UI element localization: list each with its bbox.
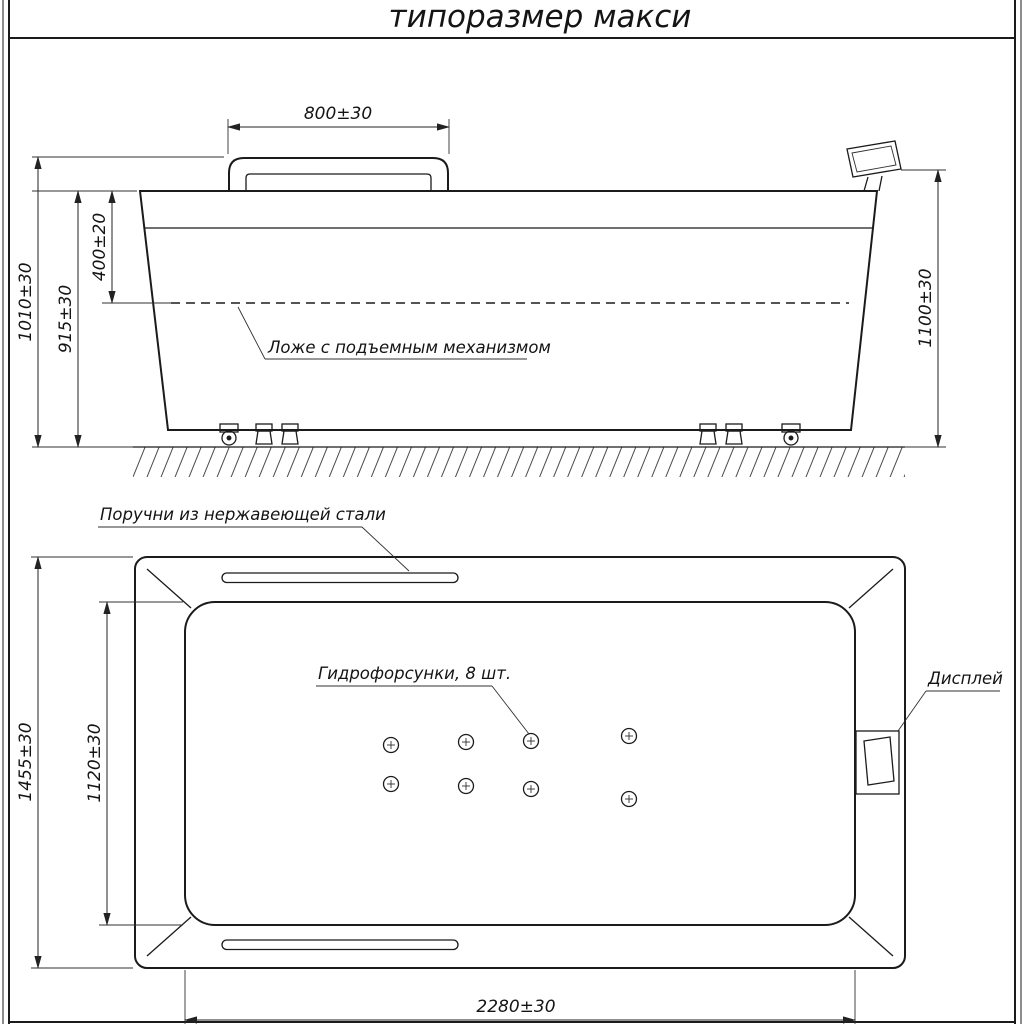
hydro-jet xyxy=(457,777,475,795)
dim-right-height: 1100±30 xyxy=(901,169,946,448)
dim-1100-label: 1100±30 xyxy=(916,268,936,347)
tub-feet xyxy=(219,423,801,446)
page-title: типоразмер макси xyxy=(389,0,692,35)
dim-915-label: 915±30 xyxy=(56,285,76,353)
hydro-jet xyxy=(522,732,540,750)
ground-hatch xyxy=(133,446,905,477)
tub-body xyxy=(138,190,879,431)
side-handrail xyxy=(228,157,449,191)
handrail-slot-top xyxy=(221,572,459,584)
handrails-label: Поручни из нержавеющей стали xyxy=(100,505,386,524)
hydro-jet xyxy=(620,790,638,808)
dim-length: 2280±30 xyxy=(184,970,856,1024)
display-annotation: Дисплей xyxy=(897,669,1003,732)
plan-inner-basin xyxy=(184,601,856,926)
jets-label: Гидрофорсунки, 8 шт. xyxy=(318,664,511,683)
side-view: 800±30 1010±30 915±30 400±20 1100±30 xyxy=(16,104,946,477)
dim-400-label: 400±20 xyxy=(90,213,110,281)
hydro-jet xyxy=(382,775,400,793)
jets-annotation: Гидрофорсунки, 8 шт. xyxy=(316,664,530,735)
corner-chamfers xyxy=(146,568,894,957)
dim-1455-label: 1455±30 xyxy=(16,722,36,801)
dim-2280-label: 2280±30 xyxy=(476,997,555,1017)
plan-view: Поручни из нержавеющей стали Гидрофорсун… xyxy=(16,505,1003,1024)
dim-1120-label: 1120±30 xyxy=(85,723,105,802)
dim-total-height: 1010±30 xyxy=(16,156,42,448)
plan-display xyxy=(855,730,900,795)
handrails-annotation: Поручни из нержавеющей стали xyxy=(98,505,410,572)
handrail-slot-bottom xyxy=(221,939,459,951)
side-display xyxy=(846,140,902,192)
hydro-jet xyxy=(382,736,400,754)
dim-1010-label: 1010±30 xyxy=(16,262,36,341)
hydro-jet xyxy=(522,780,540,798)
hydro-jets xyxy=(382,727,638,808)
dim-inner-width: 1120±30 xyxy=(85,601,183,926)
side-handrail-inner xyxy=(245,173,432,191)
hydro-jet xyxy=(457,733,475,751)
bed-label: Ложе с подъемным механизмом xyxy=(267,338,551,357)
dim-water-depth: 400±20 xyxy=(90,190,116,304)
bed-annotation: Ложе с подъемным механизмом xyxy=(237,306,551,360)
dim-rim-height: 915±30 xyxy=(56,190,82,448)
dim-800-label: 800±30 xyxy=(304,104,372,124)
hydro-jet xyxy=(620,727,638,745)
dim-outer-width: 1455±30 xyxy=(16,556,133,969)
display-label: Дисплей xyxy=(927,669,1003,688)
dim-handle-width: 800±30 xyxy=(227,104,450,154)
plan-outer-shell xyxy=(134,556,906,969)
